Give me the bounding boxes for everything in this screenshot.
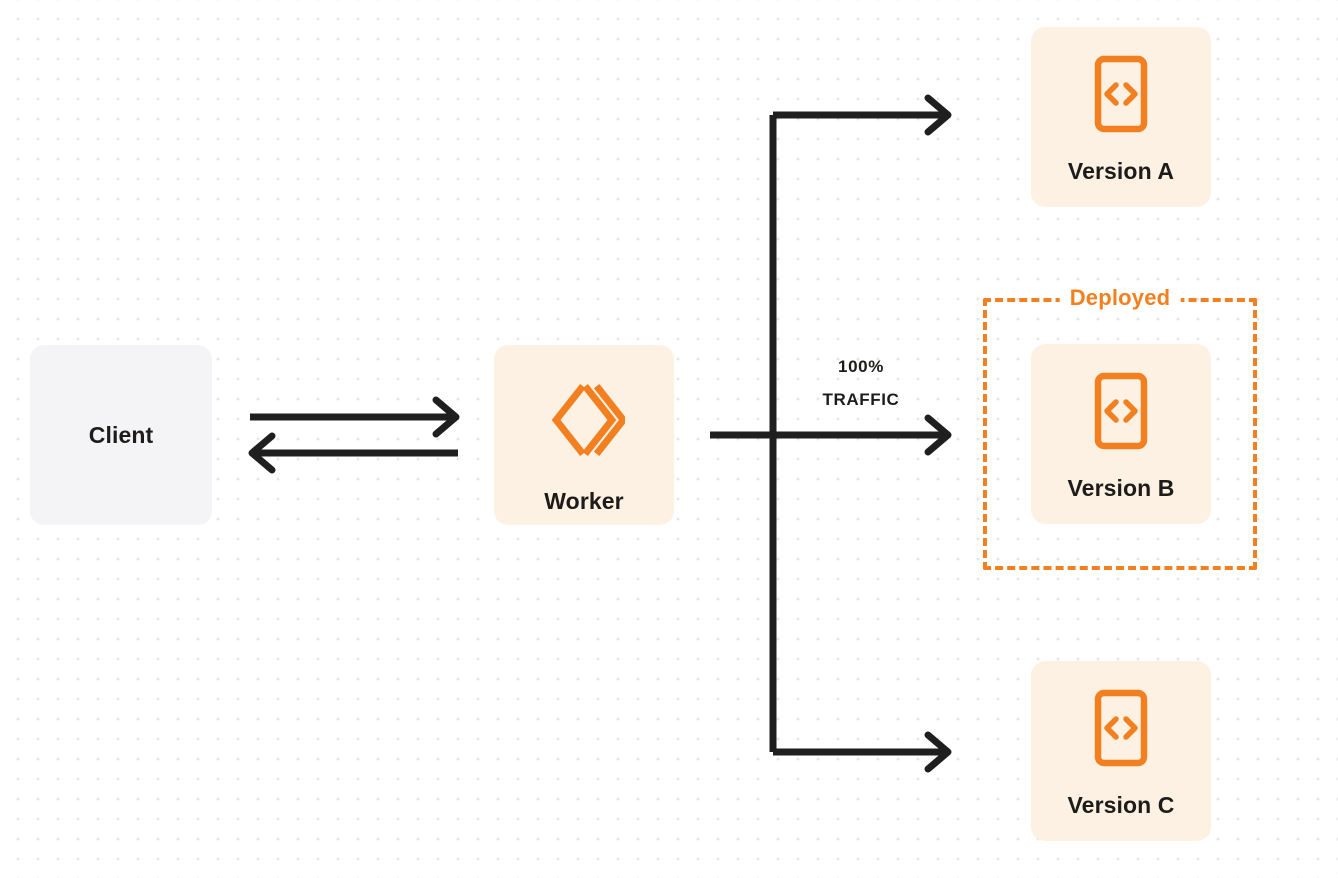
edge-trunk-to-version-a: [773, 94, 952, 136]
node-version-a[interactable]: Version A: [1031, 27, 1211, 207]
edge-trunk-to-version-b: [924, 414, 952, 456]
code-file-icon: [1091, 372, 1151, 455]
node-worker[interactable]: Worker: [494, 345, 674, 525]
code-file-icon: [1091, 689, 1151, 772]
cloudflare-workers-logo-icon: [543, 379, 628, 466]
version-c-label: Version C: [1067, 792, 1175, 818]
traffic-label: 100% TRAFFIC: [790, 350, 932, 416]
deployed-group-label: Deployed: [1059, 285, 1181, 311]
version-b-label: Version B: [1067, 475, 1175, 501]
client-label: Client: [88, 421, 154, 448]
node-version-b[interactable]: Version B: [1031, 344, 1211, 524]
version-a-label: Version A: [1067, 158, 1175, 184]
node-client[interactable]: Client: [30, 345, 212, 525]
traffic-word: TRAFFIC: [822, 390, 900, 409]
node-version-c[interactable]: Version C: [1031, 661, 1211, 841]
worker-label: Worker: [544, 488, 624, 514]
edge-client-to-worker: [250, 396, 460, 438]
edge-worker-to-client: [248, 432, 458, 474]
edge-worker-trunk: [710, 115, 944, 752]
deployed-group: Deployed: [983, 285, 1257, 570]
code-file-icon: [1091, 55, 1151, 138]
traffic-percent: 100%: [838, 357, 884, 376]
edge-trunk-to-version-c: [773, 731, 952, 773]
